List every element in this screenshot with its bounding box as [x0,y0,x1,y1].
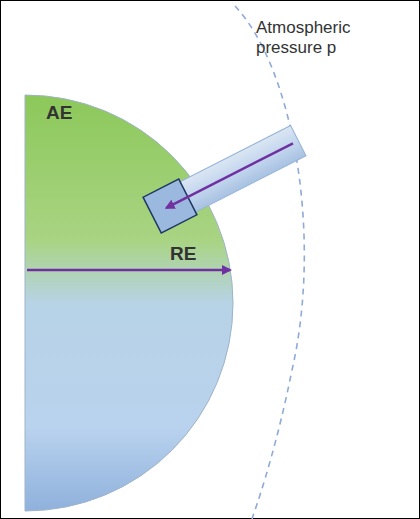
radius-label: RE [170,243,196,265]
radius-arrow [27,269,230,272]
earth-half-disc [25,95,233,511]
pressure-label: Atmospheric pressure p [256,18,374,57]
area-label: AE [46,102,72,124]
atmosphere-boundary [235,6,304,519]
air-column [143,123,307,233]
pressure-arrow [166,143,293,207]
